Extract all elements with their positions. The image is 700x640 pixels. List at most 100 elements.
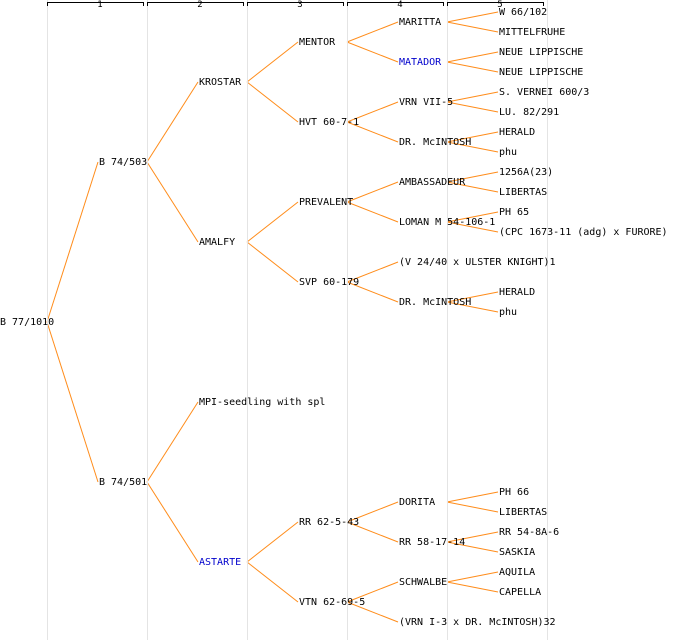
node-gen5[interactable]: NEUE LIPPISCHE [499, 47, 584, 58]
pedigree-edge [346, 181, 399, 203]
node-gen3[interactable]: HVT 60-7-1 [299, 117, 360, 128]
pedigree-edge [346, 521, 399, 543]
pedigree-edge [446, 91, 499, 103]
column-guide [247, 0, 248, 640]
node-gen5[interactable]: HERALD [499, 287, 536, 298]
node-gen2-link[interactable]: ASTARTE [199, 557, 242, 568]
pedigree-edge [446, 21, 499, 33]
node-gen4[interactable]: DR. McINTOSH [399, 137, 472, 148]
node-gen1[interactable]: B 74/501 [99, 477, 148, 488]
pedigree-edge [446, 101, 499, 113]
pedigree-edge [346, 121, 399, 143]
node-gen4-link[interactable]: MATADOR [399, 57, 442, 68]
node-gen2[interactable]: AMALFY [199, 237, 236, 248]
node-gen5[interactable]: S. VERNEI 600/3 [499, 87, 590, 98]
pedigree-edge [146, 401, 199, 483]
generation-ruler [147, 2, 244, 6]
node-gen5[interactable]: NEUE LIPPISCHE [499, 67, 584, 78]
node-gen5[interactable]: AQUILA [499, 567, 536, 578]
node-gen4[interactable]: VRN VII-5 [399, 97, 454, 108]
pedigree-edge [446, 541, 499, 553]
pedigree-edge [446, 61, 499, 73]
node-gen5[interactable]: MITTELFRUHE [499, 27, 566, 38]
node-gen5[interactable]: HERALD [499, 127, 536, 138]
node-gen2[interactable]: MPI-seedling with spl [199, 397, 326, 408]
node-gen5[interactable]: PH 66 [499, 487, 530, 498]
pedigree-edge [446, 51, 499, 63]
pedigree-edge [246, 521, 299, 563]
node-gen4[interactable]: (V 24/40 x ULSTER KNIGHT)1 [399, 257, 556, 268]
node-gen3[interactable]: RR 62-5-43 [299, 517, 360, 528]
generation-ruler [347, 2, 444, 6]
pedigree-edge [446, 131, 499, 143]
generation-label: 5 [497, 0, 503, 10]
column-guide [347, 0, 348, 640]
pedigree-edge [446, 211, 499, 223]
node-root[interactable]: B 77/1010 [0, 317, 55, 328]
node-gen4[interactable]: SCHWALBE [399, 577, 448, 588]
pedigree-edge [346, 201, 399, 223]
column-guide [147, 0, 148, 640]
pedigree-edge [246, 81, 299, 123]
pedigree-edge [346, 261, 399, 283]
node-gen4[interactable]: RR 58-17-14 [399, 537, 466, 548]
pedigree-edge [246, 41, 299, 83]
pedigree-edge [446, 291, 499, 303]
node-gen4[interactable]: LOMAN M 54-106-1 [399, 217, 496, 228]
node-gen3[interactable]: VTN 62-69-5 [299, 597, 366, 608]
generation-ruler [447, 2, 544, 6]
node-gen5[interactable]: W 66/102 [499, 7, 548, 18]
generation-label: 3 [297, 0, 303, 10]
node-gen1[interactable]: B 74/503 [99, 157, 148, 168]
pedigree-edge [246, 201, 299, 243]
pedigree-edge [46, 161, 99, 323]
node-gen3[interactable]: MENTOR [299, 37, 336, 48]
generation-label: 2 [197, 0, 203, 10]
pedigree-edge [346, 281, 399, 303]
node-gen4[interactable]: DR. McINTOSH [399, 297, 472, 308]
pedigree-edge [446, 581, 499, 593]
pedigree-edge [146, 81, 199, 163]
node-gen5[interactable]: RR 54-8A-6 [499, 527, 560, 538]
pedigree-edge [346, 21, 399, 43]
pedigree-edge [446, 171, 499, 183]
node-gen4[interactable]: MARITTA [399, 17, 442, 28]
column-guide [447, 0, 448, 640]
node-gen5[interactable]: phu [499, 147, 518, 158]
node-gen3[interactable]: PREVALENT [299, 197, 354, 208]
pedigree-edge [346, 101, 399, 123]
node-gen4[interactable]: AMBASSADEUR [399, 177, 466, 188]
node-gen5[interactable]: phu [499, 307, 518, 318]
node-gen4[interactable]: (VRN I-3 x DR. McINTOSH)32 [399, 617, 556, 628]
node-gen4[interactable]: DORITA [399, 497, 436, 508]
column-guide [547, 0, 548, 640]
pedigree-edge [446, 571, 499, 583]
pedigree-edge [446, 221, 499, 233]
pedigree-edge [446, 141, 499, 153]
pedigree-edge [446, 531, 499, 543]
pedigree-edge [346, 501, 399, 523]
node-gen5[interactable]: CAPELLA [499, 587, 542, 598]
pedigree-edge [446, 11, 499, 23]
pedigree-edge [146, 161, 199, 243]
pedigree-edge [446, 181, 499, 193]
node-gen5[interactable]: 1256A(23) [499, 167, 554, 178]
pedigree-edge [246, 561, 299, 603]
node-gen5[interactable]: LU. 82/291 [499, 107, 560, 118]
node-gen3[interactable]: SVP 60-179 [299, 277, 360, 288]
column-guide [47, 0, 48, 640]
node-gen5[interactable]: SASKIA [499, 547, 536, 558]
pedigree-edge [446, 491, 499, 503]
pedigree-edge [46, 321, 99, 483]
generation-ruler [247, 2, 344, 6]
pedigree-edge [246, 241, 299, 283]
node-gen5[interactable]: PH 65 [499, 207, 530, 218]
pedigree-edge [346, 41, 399, 63]
node-gen5[interactable]: (CPC 1673-11 (adg) x FURORE) [499, 227, 668, 238]
node-gen5[interactable]: LIBERTAS [499, 507, 548, 518]
generation-label: 4 [397, 0, 403, 10]
node-gen2[interactable]: KROSTAR [199, 77, 242, 88]
node-gen5[interactable]: LIBERTAS [499, 187, 548, 198]
